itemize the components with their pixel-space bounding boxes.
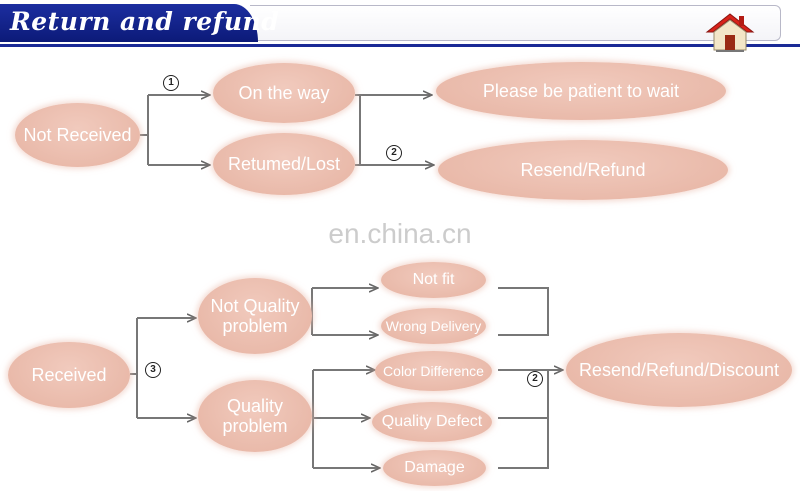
node-not-quality-problem: Not Quality problem <box>198 278 312 354</box>
node-please-wait: Please be patient to wait <box>436 62 726 120</box>
page-title: Return and refund <box>10 7 280 36</box>
banner-underline <box>0 44 800 47</box>
step-badge-2-bottom: 2 <box>527 371 543 387</box>
step-badge-2: 2 <box>386 145 402 161</box>
banner-bar <box>250 5 781 41</box>
node-quality-problem: Quality problem <box>198 380 312 452</box>
node-received: Received <box>8 342 130 408</box>
node-not-received: Not Received <box>15 103 140 167</box>
node-quality-defect: Quality Defect <box>372 402 492 442</box>
home-icon[interactable] <box>703 10 757 54</box>
header-banner: Return and refund <box>0 0 800 52</box>
node-wrong-delivery: Wrong Delivery <box>381 308 486 344</box>
banner-title-tab: Return and refund <box>0 4 279 42</box>
node-damage: Damage <box>383 450 486 486</box>
step-badge-1: 1 <box>163 75 179 91</box>
node-on-the-way: On the way <box>213 63 355 123</box>
node-resend-refund: Resend/Refund <box>438 140 728 200</box>
node-resend-refund-discount: Resend/Refund/Discount <box>566 333 792 407</box>
watermark: en.china.cn <box>328 218 472 249</box>
step-badge-3: 3 <box>145 362 161 378</box>
node-not-fit: Not fit <box>381 262 486 298</box>
node-returned-lost: Retumed/Lost <box>213 133 355 195</box>
node-color-difference: Color Difference <box>375 351 492 391</box>
